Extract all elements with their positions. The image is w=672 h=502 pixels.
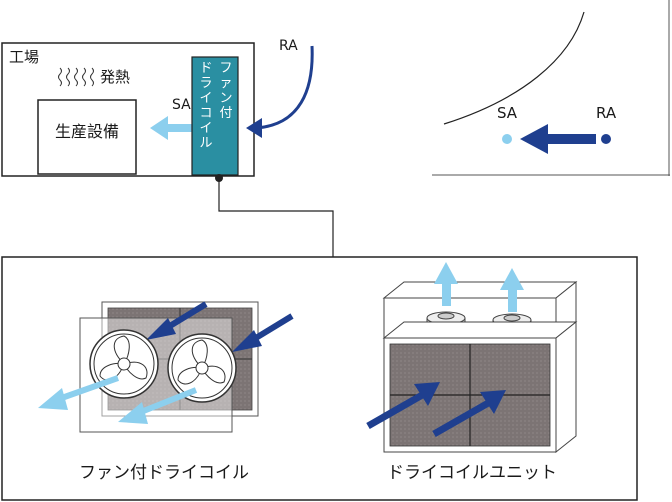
psychro-inset: SA RA <box>432 0 670 176</box>
ra-curve-arrow <box>255 45 314 130</box>
svg-text:コ: コ <box>199 106 212 121</box>
coil-unit-caption: ドライコイルユニット <box>387 463 557 483</box>
heat-wave-icon <box>58 67 94 87</box>
fan-coil-column <box>191 56 239 176</box>
svg-text:付: 付 <box>219 106 232 121</box>
inset-sa-label: SA <box>497 104 518 122</box>
equipment-label: 生産設備 <box>55 122 119 141</box>
ra-arrowhead <box>246 118 262 138</box>
sa-label: SA <box>172 97 191 113</box>
ra-label: RA <box>279 38 298 54</box>
fan-coil-illustration <box>38 301 294 433</box>
sa-arrow <box>150 116 192 140</box>
saturation-curve <box>443 11 585 125</box>
svg-text:ル: ル <box>199 136 212 151</box>
connection-line <box>218 178 334 257</box>
heat-label: 発熱 <box>100 68 130 86</box>
svg-text:ァ: ァ <box>219 76 232 91</box>
svg-text:イ: イ <box>199 91 212 106</box>
factory-diagram: 工場 発熱 生産設備 SA フ ァ ン 付 ド ラ イ コ イ <box>1 38 334 257</box>
dry-coil-unit-illustration <box>366 262 578 454</box>
fan-coil-caption: ファン付ドライコイル <box>79 463 249 483</box>
svg-text:イ: イ <box>199 121 212 136</box>
svg-text:ド: ド <box>199 61 212 76</box>
svg-text:フ: フ <box>219 61 232 76</box>
svg-text:ラ: ラ <box>199 76 212 91</box>
factory-label: 工場 <box>9 48 39 66</box>
sa-point <box>502 134 512 144</box>
inset-arrow <box>520 124 548 154</box>
ra-point <box>601 134 611 144</box>
fan-coil-vertical-text: フ ァ ン 付 ド ラ イ コ イ ル <box>199 61 232 151</box>
equipment-box <box>37 99 137 175</box>
fan-icon <box>89 329 159 399</box>
fan-icon <box>167 333 237 403</box>
inset-ra-label: RA <box>596 104 617 122</box>
svg-text:ン: ン <box>219 91 232 106</box>
